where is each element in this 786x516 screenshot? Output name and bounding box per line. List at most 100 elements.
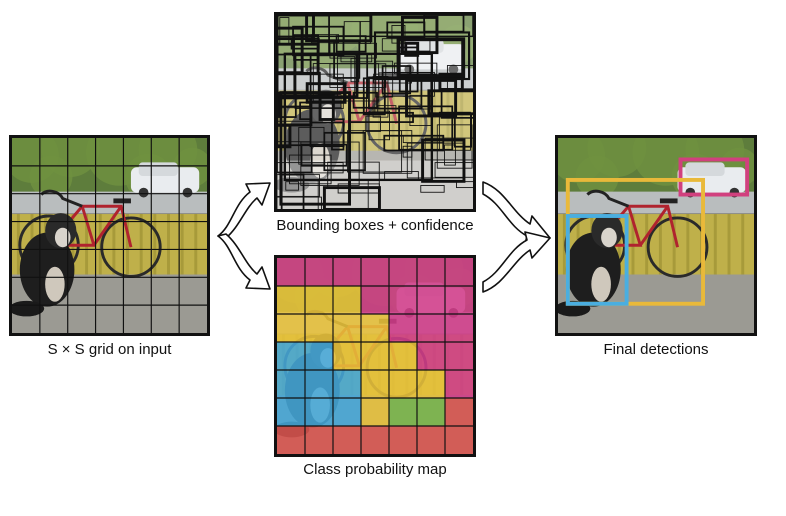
class-cell (417, 342, 445, 370)
class-cell (333, 286, 361, 314)
class-cell (305, 258, 333, 286)
class-cell (417, 370, 445, 398)
candidate-box (398, 105, 454, 151)
class-cell (361, 398, 389, 426)
candidate-box (309, 121, 345, 148)
class-cell (417, 286, 445, 314)
class-cell (361, 314, 389, 342)
candidate-box (394, 62, 438, 75)
class-cell (361, 370, 389, 398)
class-cells (277, 258, 473, 454)
final-caption: Final detections (603, 341, 709, 358)
candidate-box (279, 91, 351, 206)
candidate-box (404, 41, 420, 57)
final-scene (558, 138, 754, 333)
class-cell (333, 370, 361, 398)
class-cell (333, 426, 361, 454)
class-cell (333, 342, 361, 370)
candidate-box (396, 37, 466, 79)
dog-chest (45, 266, 65, 302)
class-cell (305, 426, 333, 454)
handlebar (40, 189, 83, 208)
class-cell (445, 258, 473, 286)
candidate-box (293, 34, 320, 61)
class-cell (305, 398, 333, 426)
grid-overlay (277, 258, 473, 454)
input-caption: S × S grid on input (47, 341, 172, 358)
class-cell (333, 258, 361, 286)
candidate-box (368, 110, 390, 141)
class-cell (277, 314, 305, 342)
candidate-box (283, 52, 434, 182)
dog-detection-box (565, 214, 629, 306)
class-cell (417, 398, 445, 426)
candidate-box (352, 91, 378, 109)
candidate-box (350, 57, 360, 83)
class-cell (389, 314, 417, 342)
class-cell (277, 370, 305, 398)
class-cell (445, 314, 473, 342)
dog-muzzle (54, 227, 71, 248)
class-cell (389, 370, 417, 398)
boxes-scene (277, 15, 473, 209)
candidate-boxes (277, 15, 473, 209)
class-map-scene (277, 258, 473, 454)
class-cell (445, 426, 473, 454)
candidate-box (420, 185, 445, 193)
input-image-panel (9, 135, 210, 336)
class-map-caption: Class probability map (303, 461, 447, 478)
class-cell (305, 286, 333, 314)
class-cell (445, 398, 473, 426)
class-cell (277, 286, 305, 314)
seat (659, 198, 678, 204)
class-cell (389, 398, 417, 426)
class-cell (305, 342, 333, 370)
class-cell (305, 314, 333, 342)
candidate-box (406, 142, 465, 179)
class-cell (277, 342, 305, 370)
candidate-box (277, 15, 473, 38)
boxes-caption: Bounding boxes + confidence (276, 217, 474, 234)
bicycle-wheel (365, 93, 428, 155)
class-cell (389, 286, 417, 314)
class-cell (445, 286, 473, 314)
candidate-box (373, 31, 471, 81)
class-cell (389, 258, 417, 286)
input-scene (12, 138, 207, 333)
dog-chest (591, 266, 611, 302)
class-cell (445, 342, 473, 370)
candidate-box (277, 162, 344, 174)
candidate-box (323, 131, 366, 172)
class-cell (277, 398, 305, 426)
seat (113, 198, 131, 204)
candidate-box (400, 15, 439, 55)
class-cell (277, 426, 305, 454)
arrow-from-classes (482, 231, 551, 293)
candidate-box (343, 21, 361, 43)
candidate-box (434, 162, 473, 178)
class-probability-panel (274, 255, 476, 457)
class-cell (333, 398, 361, 426)
class-cell (445, 370, 473, 398)
arrow-from-boxes (482, 181, 551, 245)
candidate-box (327, 161, 380, 189)
candidate-box (372, 75, 389, 118)
class-cell (333, 314, 361, 342)
bicycle-wheel (646, 216, 709, 278)
class-cell (389, 342, 417, 370)
class-cell (361, 258, 389, 286)
class-cell (417, 426, 445, 454)
class-cell (361, 286, 389, 314)
class-cell (305, 370, 333, 398)
bounding-boxes-panel (274, 12, 476, 212)
class-cell (361, 342, 389, 370)
class-cell (417, 258, 445, 286)
class-cell (361, 426, 389, 454)
candidate-box (444, 144, 456, 166)
candidate-box (322, 186, 381, 209)
final-detections-panel (555, 135, 757, 336)
class-cell (417, 314, 445, 342)
car-detection-box (678, 157, 750, 197)
candidate-box (382, 71, 435, 97)
arrow-to-classes (217, 233, 271, 290)
